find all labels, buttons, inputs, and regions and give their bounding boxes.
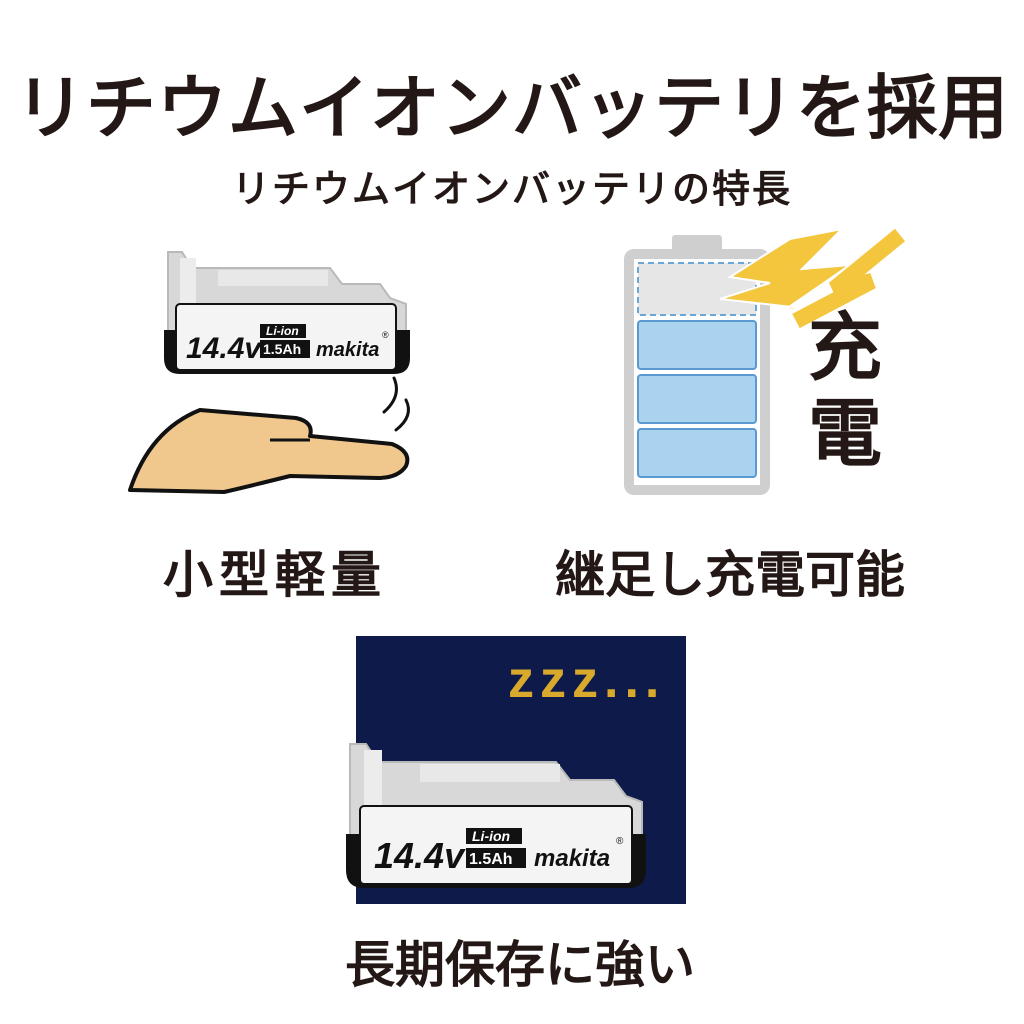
sleep-text: zzz... bbox=[508, 651, 666, 709]
battery-charge-illustration bbox=[624, 227, 906, 495]
battery-chemistry-text: Li-ion bbox=[266, 324, 299, 338]
battery-voltage-text: 14.4v bbox=[374, 835, 466, 876]
battery-on-hand-illustration: 14.4v Li-ion 1.5Ah makita ® bbox=[128, 251, 410, 494]
battery-mark-text: ® bbox=[616, 836, 624, 847]
battery-chemistry-text: Li-ion bbox=[472, 828, 510, 844]
motion-line-icon bbox=[382, 376, 398, 414]
battery-mark-text: ® bbox=[382, 330, 389, 340]
battery-voltage-text: 14.4v bbox=[186, 332, 263, 365]
page-title: リチウムイオンバッテリを採用 bbox=[15, 67, 1009, 149]
battery-icon: 14.4v Li-ion 1.5Ah makita ® bbox=[346, 743, 646, 888]
lightning-bolt-icon bbox=[719, 227, 854, 312]
charge-side-label: 充電 bbox=[808, 305, 882, 477]
battery-capacity-text: 1.5Ah bbox=[263, 341, 301, 357]
battery-capacity-text: 1.5Ah bbox=[469, 851, 513, 868]
page-subtitle: リチウムイオンバッテリの特長 bbox=[231, 167, 792, 211]
feature-recharge-caption: 継足し充電可能 bbox=[555, 546, 905, 604]
feature-storage-caption: 長期保存に強い bbox=[345, 936, 695, 994]
battery-icon: 14.4v Li-ion 1.5Ah makita ® bbox=[164, 251, 410, 374]
feature-compact-caption: 小型軽量 bbox=[163, 546, 387, 604]
battery-brand-text: makita bbox=[316, 339, 379, 361]
motion-line-icon bbox=[394, 398, 410, 432]
battery-storage-illustration: 14.4v Li-ion 1.5Ah makita ® bbox=[346, 743, 646, 888]
battery-brand-text: makita bbox=[534, 845, 610, 872]
hand-icon bbox=[128, 408, 410, 494]
